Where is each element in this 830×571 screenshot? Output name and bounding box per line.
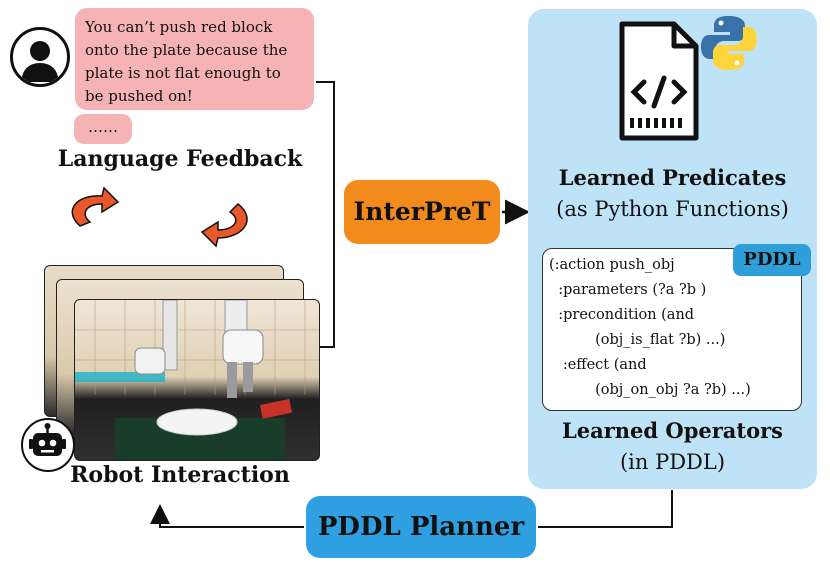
user-avatar: [10, 27, 70, 87]
robot-icon: [29, 423, 66, 456]
language-feedback-label: Language Feedback: [57, 146, 303, 172]
code-line: :parameters (?a ?b ): [549, 282, 707, 298]
pddl-planner-box: PDDL Planner: [306, 496, 536, 558]
robot-avatar: [21, 418, 75, 472]
code-line: :effect (and: [549, 357, 647, 373]
user-icon: [21, 41, 59, 82]
code-line: :precondition (and: [549, 307, 695, 323]
code-line: (obj_on_obj ?a ?b) ...): [549, 382, 751, 398]
code-line: (obj_is_flat ?b) ...): [549, 332, 726, 348]
feedback-line: onto the plate because the: [85, 41, 288, 59]
interpret-box: InterPreT: [344, 180, 500, 244]
learned-operators-subtitle: (in PDDL): [619, 450, 726, 474]
learned-predicates-title: Learned Predicates: [558, 165, 787, 190]
ellipsis-bubble: ……: [74, 114, 132, 144]
python-logo-icon: [701, 16, 757, 70]
robot-scene: [75, 300, 319, 460]
feedback-line: be pushed on!: [85, 87, 193, 105]
feedback-bubble: You can’t push red block onto the plate …: [75, 8, 314, 110]
robot-photo-front: [74, 299, 320, 461]
robot-interaction-label: Robot Interaction: [70, 462, 290, 488]
operators-to-planner-line: [538, 490, 673, 528]
feedback-to-interpret-line: [316, 81, 335, 348]
code-file-icon: [619, 21, 699, 141]
pddl-badge: PDDL: [733, 244, 811, 276]
pddl-code-box: (:action push_obj :parameters (?a ?b ) :…: [542, 248, 802, 411]
learned-operators-title: Learned Operators: [561, 418, 784, 443]
cycle-arrows: [71, 186, 248, 248]
feedback-line: plate is not flat enough to: [85, 64, 281, 82]
cycle-arrow-icon: [200, 202, 248, 248]
feedback-line: You can’t push red block: [85, 18, 273, 36]
cycle-arrow-icon: [71, 186, 120, 227]
learned-predicates-subtitle: (as Python Functions): [556, 197, 789, 221]
code-line: (:action push_obj: [549, 257, 675, 273]
robot-photo-stack: [44, 265, 320, 465]
planner-to-robot-arrow: [150, 504, 304, 528]
